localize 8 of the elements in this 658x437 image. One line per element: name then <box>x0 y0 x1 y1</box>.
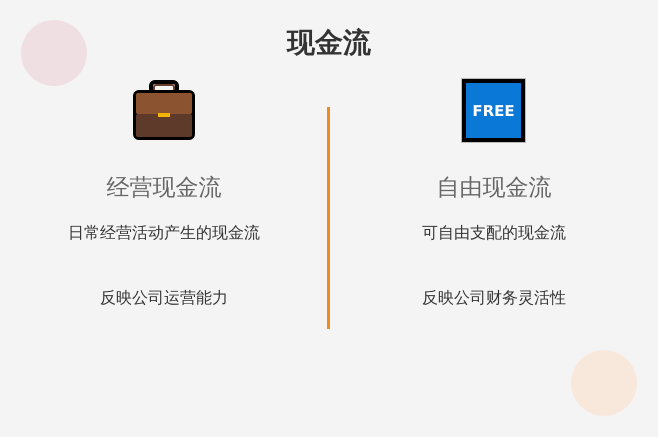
description-text: 反映公司财务灵活性 <box>421 288 567 309</box>
description-text: 反映公司运营能力 <box>99 288 229 309</box>
section-heading: 经营现金流 <box>106 174 222 203</box>
description-text: 可自由支配的现金流 <box>421 223 567 244</box>
description-text: 日常经营活动产生的现金流 <box>67 223 261 244</box>
title: 现金流 <box>285 25 372 61</box>
section-heading: 自由现金流 <box>436 174 552 203</box>
free-sign: FREE <box>462 79 525 142</box>
